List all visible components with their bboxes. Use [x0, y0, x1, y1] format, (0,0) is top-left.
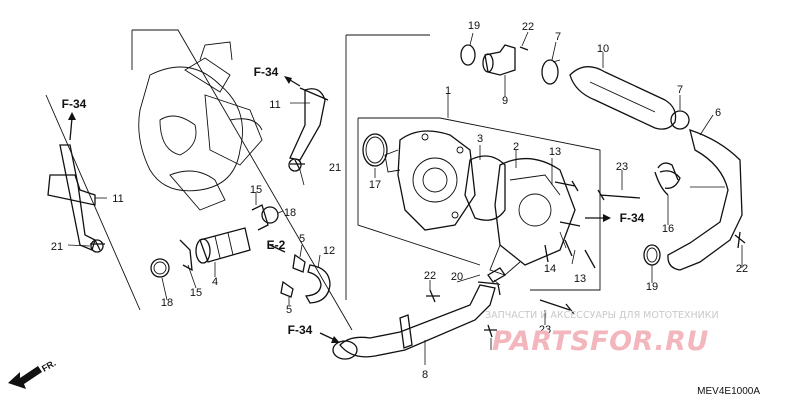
engine-block-illustration	[45, 29, 353, 331]
bolt-5	[280, 253, 306, 298]
o-ring-19-right	[643, 244, 661, 266]
part-label: 7	[555, 31, 561, 43]
reference-arrows	[68, 76, 611, 343]
pump-cover-2	[489, 157, 576, 276]
part-label: 19	[646, 281, 658, 293]
o-ring-21	[90, 158, 302, 253]
water-joint-9	[482, 44, 516, 76]
part-label: 7	[677, 84, 683, 96]
water-pump-assembly-frame	[345, 34, 601, 300]
part-label: 21	[51, 241, 63, 253]
watermark-logo: PARTSFOR.RU	[492, 326, 709, 357]
part-label: 22	[424, 270, 436, 282]
hose-joint-4	[195, 227, 251, 264]
reference-label: F-34	[254, 65, 279, 79]
o-ring-18	[150, 206, 279, 278]
water-pipe-11-left	[47, 144, 96, 251]
gasket-3	[464, 155, 506, 221]
part-label: 22	[522, 21, 534, 33]
watermark-caption: ЗАПЧАСТИ И АКСЕССУАРЫ ДЛЯ МОТОТЕХНИКИ	[485, 310, 719, 321]
part-label: 12	[323, 245, 335, 257]
water-pump-housing	[384, 130, 476, 231]
diagram-code: MEV4E1000A	[697, 386, 760, 397]
water-hose-10	[569, 66, 677, 130]
part-label: 10	[597, 43, 609, 55]
reference-label: F-34	[62, 97, 87, 111]
part-label: 11	[269, 99, 280, 111]
part-label: 17	[369, 179, 381, 191]
part-labels: 1 2 3 4 5 5 6 7 7 8 9 10 11 11 12 13 13 …	[51, 20, 748, 381]
o-ring-17	[362, 133, 388, 167]
reference-labels: F-34 F-34 F-34 F-34 E-2	[62, 65, 645, 337]
bolts	[90, 46, 746, 338]
part-label: 23	[616, 161, 628, 173]
reference-label: E-2	[267, 238, 286, 252]
hose-12	[304, 264, 331, 304]
part-label: 8	[422, 369, 428, 381]
part-label: 3	[477, 133, 483, 145]
part-label: 15	[190, 287, 202, 299]
water-pipe-6	[654, 129, 743, 271]
front-marker-label: FR.	[40, 358, 58, 374]
part-label: 9	[502, 95, 508, 107]
part-label: 5	[299, 233, 305, 245]
part-label: 16	[662, 223, 674, 235]
part-label: 1	[445, 85, 451, 97]
o-ring-19-top	[460, 44, 476, 66]
part-label: 14	[544, 263, 556, 275]
reference-label: F-34	[620, 211, 645, 225]
part-label: 5	[286, 304, 292, 316]
water-pipe-11-upper	[289, 87, 329, 161]
reference-label: F-34	[288, 323, 313, 337]
part-label: 2	[513, 141, 519, 153]
part-label: 11	[112, 193, 123, 205]
part-label: 21	[329, 162, 341, 174]
part-label: 18	[161, 297, 173, 309]
clip-16	[659, 170, 681, 189]
part-label: 23	[539, 324, 551, 336]
hose-clamp-7	[541, 59, 690, 130]
watermark: ЗАПЧАСТИ И АКСЕССУАРЫ ДЛЯ МОТОТЕХНИКИ PA…	[485, 310, 719, 357]
clip-15	[179, 204, 269, 272]
o-ring-20	[487, 267, 506, 283]
water-pipe-8	[332, 281, 501, 360]
part-label: 13	[549, 146, 561, 158]
part-label: 22	[736, 263, 748, 275]
leader-lines	[67, 31, 743, 365]
part-label: 6	[715, 107, 721, 119]
part-label: 20	[451, 271, 463, 283]
part-label: 18	[284, 207, 296, 219]
front-direction-marker: FR.	[8, 358, 58, 389]
part-label: 13	[574, 273, 586, 285]
part-label: 19	[468, 20, 480, 32]
part-label: 15	[250, 184, 262, 196]
part-label: 4	[212, 276, 218, 288]
